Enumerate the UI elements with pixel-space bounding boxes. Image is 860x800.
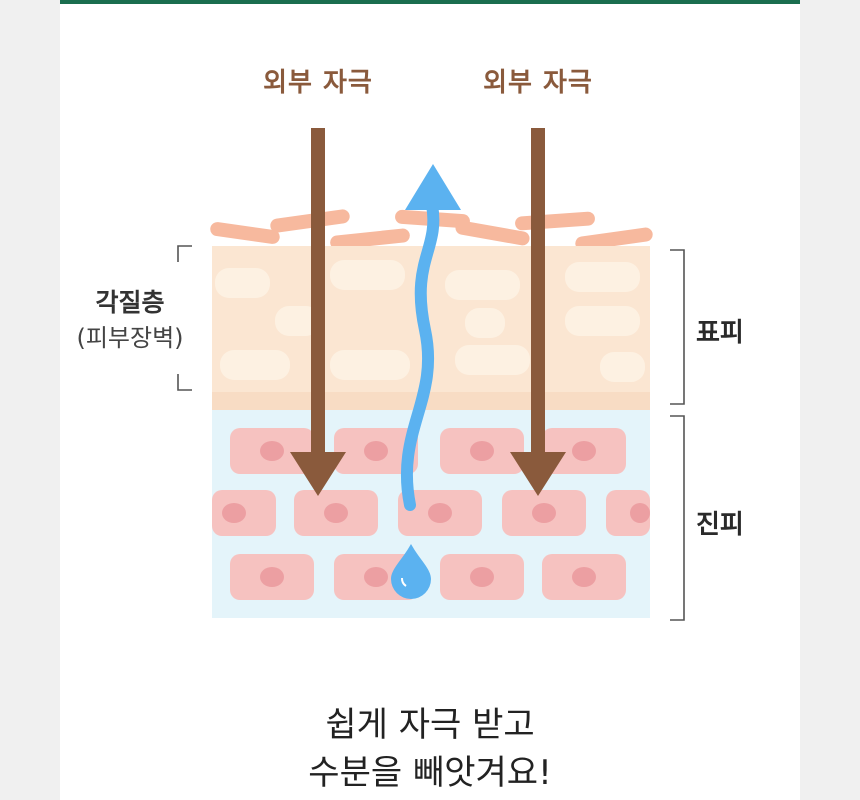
skin-barrier-label: (피부장벽) bbox=[76, 324, 184, 352]
stimulus-label-right: 외부 자극 bbox=[483, 68, 593, 98]
top-accent-bar bbox=[60, 0, 800, 4]
dermis-label: 진피 bbox=[696, 510, 744, 540]
dermis-cells bbox=[212, 428, 650, 600]
down-arrow-icon bbox=[290, 128, 346, 496]
water-drop-icon bbox=[391, 544, 431, 599]
stratum-bracket bbox=[177, 245, 192, 391]
dermis-bracket bbox=[670, 415, 685, 621]
epidermis-bracket bbox=[670, 249, 685, 405]
corneocytes bbox=[215, 260, 645, 382]
wavy-up-arrow-icon bbox=[400, 164, 461, 511]
caption-line-2: 수분을 빼앗겨요! bbox=[308, 753, 552, 793]
caption-line-1: 쉽게 자극 받고 bbox=[325, 705, 535, 745]
epidermis-label: 표피 bbox=[696, 318, 744, 348]
stimulus-label-left: 외부 자극 bbox=[263, 68, 373, 98]
down-arrow-icon bbox=[510, 128, 566, 496]
stratum-corneum-label: 각질층 bbox=[95, 288, 165, 317]
